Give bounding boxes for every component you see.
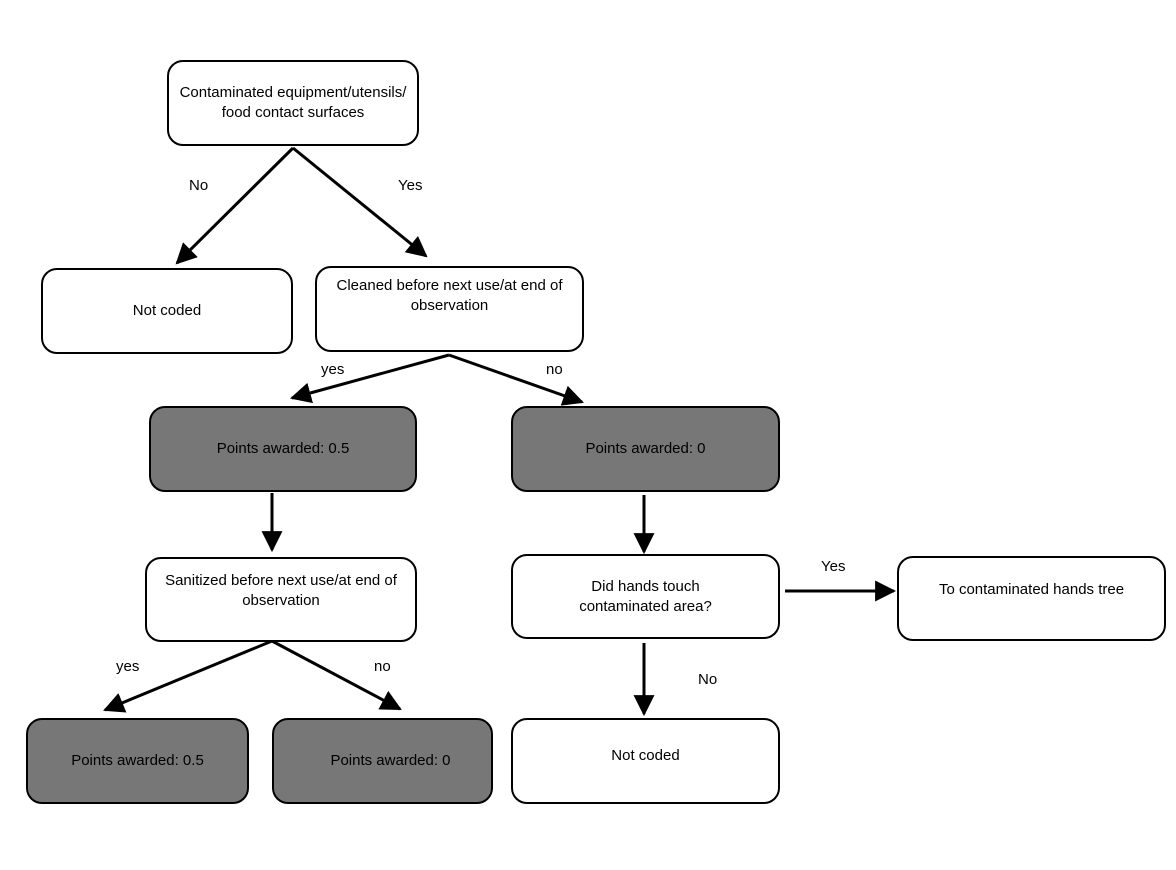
edge-label-sanitized-yes: yes xyxy=(116,658,140,675)
arrow-sanitized-to-points-0 xyxy=(271,639,402,711)
not-coded-node-1: Not coded xyxy=(41,268,293,354)
edge-label-start-no: No xyxy=(189,177,209,194)
arrow-sanitized-to-points-05 xyxy=(103,639,273,713)
not-coded-node-1-label: Not coded xyxy=(132,302,202,319)
points-awarded-node-0-b: Points awarded: 0 xyxy=(272,718,493,804)
cleaned-node-label: Cleaned before next use/at end of observ… xyxy=(336,277,563,314)
hands-question-node: Did hands touch contaminated area? xyxy=(511,554,780,639)
arrow-start-to-cleaned xyxy=(292,146,428,258)
hands-tree-node: To contaminated hands tree xyxy=(897,556,1166,641)
arrow-start-to-not-coded xyxy=(175,146,295,265)
points-awarded-05-a-label: Points awarded: 0.5 xyxy=(216,440,350,457)
edge-label-hands-no: No xyxy=(698,671,718,688)
edge-label-cleaned-yes: yes xyxy=(321,361,345,378)
sanitized-node: Sanitized before next use/at end of obse… xyxy=(145,557,417,642)
edge-label-start-yes: Yes xyxy=(398,177,423,194)
points-awarded-node-0-a: Points awarded: 0 xyxy=(511,406,780,492)
not-coded-node-2: Not coded xyxy=(511,718,780,804)
points-awarded-node-05-b: Points awarded: 0.5 xyxy=(26,718,249,804)
sanitized-node-label: Sanitized before next use/at end of obse… xyxy=(165,572,397,609)
start-node-label: Contaminated equipment/utensils/ food co… xyxy=(179,84,407,121)
points-awarded-0-b-label: Points awarded: 0 xyxy=(330,752,451,769)
start-node: Contaminated equipment/utensils/ food co… xyxy=(167,60,419,146)
edge-label-sanitized-no: no xyxy=(374,658,391,675)
edge-label-cleaned-no: no xyxy=(546,361,563,378)
not-coded-node-2-label: Not coded xyxy=(611,747,680,764)
arrow-cleaned-to-points-05 xyxy=(289,353,450,404)
points-awarded-0-a-label: Points awarded: 0 xyxy=(585,440,706,457)
points-awarded-05-b-label: Points awarded: 0.5 xyxy=(71,752,204,769)
points-awarded-node-05-a: Points awarded: 0.5 xyxy=(149,406,417,492)
edge-label-hands-yes: Yes xyxy=(821,558,846,575)
hands-question-label: Did hands touch contaminated area? xyxy=(579,577,712,615)
arrow-cleaned-to-points-0 xyxy=(448,353,584,406)
cleaned-node: Cleaned before next use/at end of observ… xyxy=(315,266,584,352)
hands-tree-label: To contaminated hands tree xyxy=(938,581,1125,598)
